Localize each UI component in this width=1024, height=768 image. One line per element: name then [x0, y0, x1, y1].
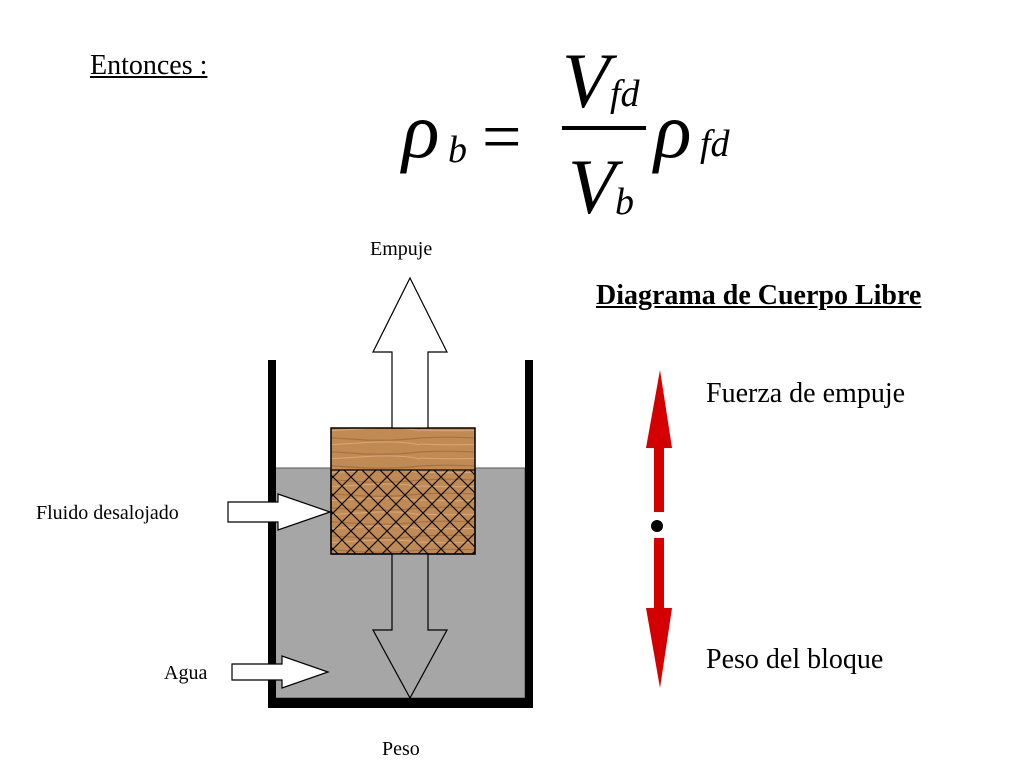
rho-b-symbol: ρ	[402, 87, 440, 174]
container-bottom	[268, 698, 533, 708]
v-fd-subscript: fd	[610, 73, 640, 115]
label-empuje: Empuje	[370, 238, 433, 260]
fbd-up-arrow	[646, 370, 672, 512]
free-body-title: Diagrama de Cuerpo Libre	[596, 280, 922, 311]
rho-fd-subscript: fd	[700, 123, 730, 165]
label-fluido-desalojado: Fluido desalojado	[36, 502, 179, 524]
rho-b-subscript: b	[448, 129, 467, 171]
fbd-center-point	[651, 520, 663, 532]
displaced-fluid-hatch	[330, 469, 476, 555]
fluid-pointer-arrow	[227, 493, 332, 531]
label-peso-bloque: Peso del bloque	[706, 644, 884, 675]
label-fuerza-empuje: Fuerza de empuje	[706, 378, 906, 409]
buoyancy-arrow-up	[372, 276, 448, 429]
container-right-wall	[525, 360, 533, 708]
label-peso: Peso	[382, 738, 420, 760]
v-b-symbol: V	[568, 143, 616, 230]
v-b-subscript: b	[615, 181, 634, 223]
equals-sign: =	[482, 99, 522, 176]
v-fd-symbol: V	[562, 37, 610, 124]
density-formula: ρ b = V fd V b ρ fd	[0, 0, 1024, 230]
container-left-wall	[268, 360, 276, 708]
heading-entonces: Entonces :	[90, 50, 208, 81]
weight-arrow-down	[371, 553, 449, 700]
label-agua: Agua	[164, 662, 208, 684]
rho-fd-symbol: ρ	[654, 87, 692, 174]
water-pointer-arrow	[231, 655, 330, 689]
fraction-bar	[562, 126, 646, 130]
fbd-down-arrow	[646, 538, 672, 688]
